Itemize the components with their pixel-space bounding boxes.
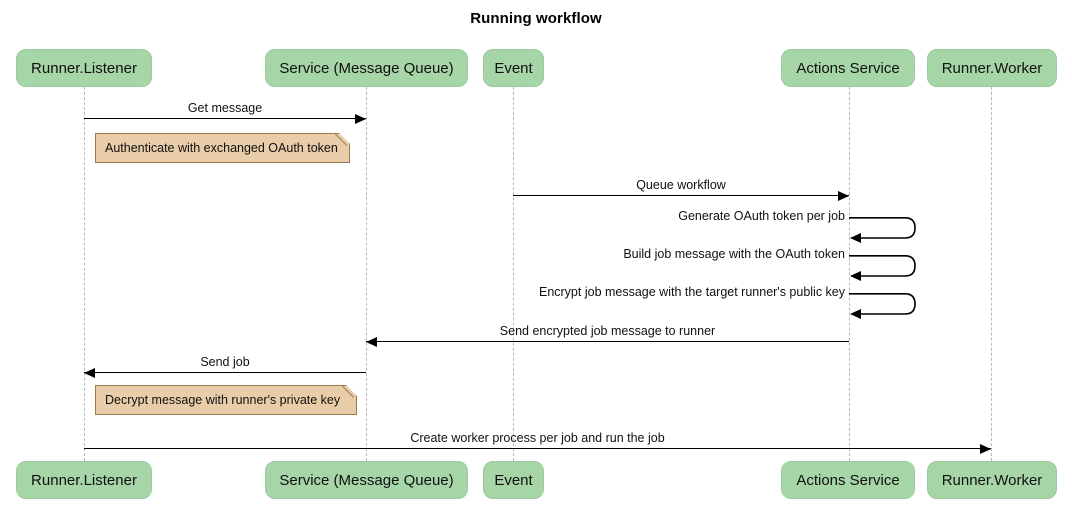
message-label-generate-oauth-token-per-job: Generate OAuth token per job (678, 209, 845, 223)
message-line-queue-workflow (513, 195, 849, 196)
arrowhead-create-worker-process (980, 444, 991, 454)
participant-event-top[interactable]: Event (483, 49, 544, 87)
self-message-build-job-message (849, 255, 919, 286)
message-label-queue-workflow: Queue workflow (636, 178, 726, 192)
lifeline-service-message-queue (366, 87, 367, 461)
arrowhead-send-job (84, 368, 95, 378)
message-label-send-encrypted-job-message: Send encrypted job message to runner (499, 324, 716, 338)
participant-actions-service-top[interactable]: Actions Service (781, 49, 915, 87)
participant-label: Actions Service (796, 471, 900, 489)
self-message-generate-oauth-token-per-job (849, 217, 919, 248)
participant-label: Event (494, 471, 533, 489)
participant-runner-worker-top[interactable]: Runner.Worker (927, 49, 1057, 87)
message-line-get-message (84, 118, 366, 119)
message-label-create-worker-process: Create worker process per job and run th… (410, 431, 665, 445)
note-label: Authenticate with exchanged OAuth token (105, 141, 338, 155)
message-label-encrypt-job-message: Encrypt job message with the target runn… (538, 285, 845, 299)
arrowhead-send-encrypted-job-message (366, 337, 377, 347)
lifeline-event (513, 87, 514, 461)
self-message-encrypt-job-message (849, 293, 919, 324)
message-line-send-encrypted-job-message (366, 341, 849, 342)
lifeline-actions-service (849, 87, 850, 461)
participant-service-message-queue-bottom[interactable]: Service (Message Queue) (265, 461, 468, 499)
note-fold-edge-icon (342, 385, 357, 400)
participant-label: Runner.Listener (31, 59, 137, 77)
participant-label: Event (494, 59, 533, 77)
participant-runner-worker-bottom[interactable]: Runner.Worker (927, 461, 1057, 499)
arrowhead-queue-workflow (838, 191, 849, 201)
participant-label: Runner.Listener (31, 471, 137, 489)
message-label-get-message: Get message (187, 101, 263, 115)
decrypt-note: Decrypt message with runner's private ke… (95, 385, 357, 415)
participant-label: Runner.Worker (941, 471, 1043, 489)
message-line-create-worker-process (84, 448, 991, 449)
participant-label: Runner.Worker (941, 59, 1043, 77)
authenticate-note: Authenticate with exchanged OAuth token (95, 133, 350, 163)
participant-actions-service-bottom[interactable]: Actions Service (781, 461, 915, 499)
lifeline-runner-listener (84, 87, 85, 461)
participant-label: Service (Message Queue) (279, 59, 454, 77)
lifeline-runner-worker (991, 87, 992, 461)
arrowhead-get-message (355, 114, 366, 124)
note-label: Decrypt message with runner's private ke… (105, 393, 341, 407)
note-fold-edge-icon (335, 133, 350, 148)
message-line-send-job (84, 372, 366, 373)
participant-event-bottom[interactable]: Event (483, 461, 544, 499)
message-label-build-job-message: Build job message with the OAuth token (623, 247, 845, 261)
message-label-send-job: Send job (200, 355, 250, 369)
participant-label: Actions Service (796, 59, 900, 77)
participant-runner-listener-top[interactable]: Runner.Listener (16, 49, 152, 87)
participant-service-message-queue-top[interactable]: Service (Message Queue) (265, 49, 468, 87)
page-title: Running workflow (470, 10, 602, 27)
participant-label: Service (Message Queue) (279, 471, 454, 489)
participant-runner-listener-bottom[interactable]: Runner.Listener (16, 461, 152, 499)
